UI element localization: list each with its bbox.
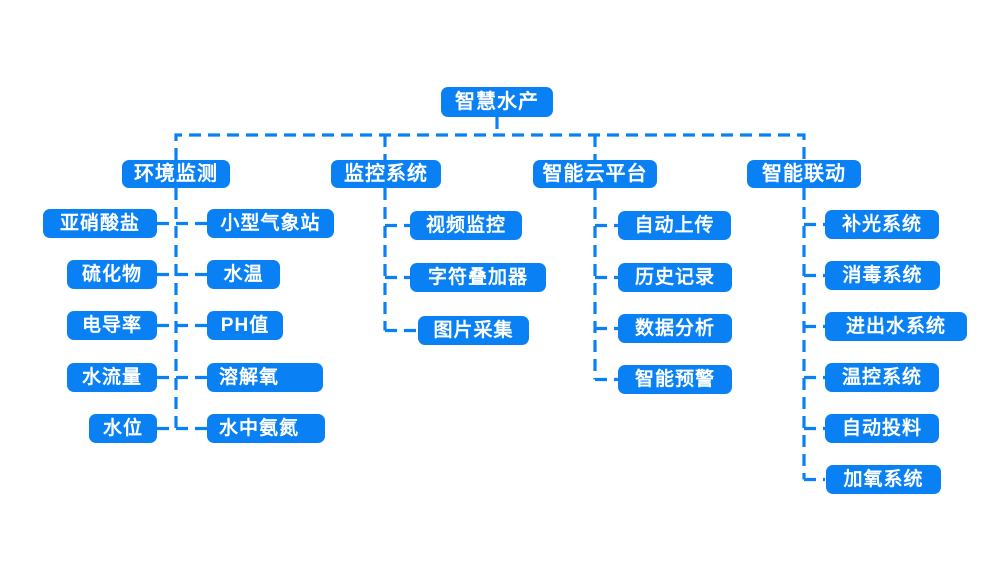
node-history-records[interactable]: 历史记录 — [618, 263, 732, 292]
node-data-analysis[interactable]: 数据分析 — [618, 314, 732, 343]
node-conductivity[interactable]: 电导率 — [67, 311, 157, 340]
node-disinfection-system[interactable]: 消毒系统 — [825, 261, 940, 290]
node-smart-warning[interactable]: 智能预警 — [618, 365, 732, 394]
connector-top-rail — [174, 133, 806, 160]
branch-cloud-platform[interactable]: 智能云平台 — [533, 160, 657, 188]
node-nitrite[interactable]: 亚硝酸盐 — [43, 209, 157, 238]
node-image-capture[interactable]: 图片采集 — [418, 316, 529, 345]
node-temp-control-system[interactable]: 温控系统 — [825, 363, 939, 392]
node-water-level[interactable]: 水位 — [89, 414, 157, 443]
node-weather-station[interactable]: 小型气象站 — [207, 209, 334, 238]
node-character-overlay[interactable]: 字符叠加器 — [410, 263, 546, 292]
node-ammonia-nitrogen[interactable]: 水中氨氮 — [207, 414, 325, 443]
node-water-flow[interactable]: 水流量 — [67, 363, 157, 392]
node-water-temp[interactable]: 水温 — [207, 260, 280, 289]
node-dissolved-oxygen[interactable]: 溶解氧 — [207, 363, 323, 392]
branch-env-monitoring[interactable]: 环境监测 — [122, 160, 230, 188]
node-video-monitoring[interactable]: 视频监控 — [410, 211, 522, 240]
node-light-supplement-system[interactable]: 补光系统 — [825, 210, 939, 239]
node-auto-upload[interactable]: 自动上传 — [618, 211, 731, 240]
node-water-inout-system[interactable]: 进出水系统 — [825, 312, 967, 341]
node-auto-feeding[interactable]: 自动投料 — [825, 414, 939, 443]
node-oxygenation-system[interactable]: 加氧系统 — [826, 465, 941, 494]
branch-smart-linkage[interactable]: 智能联动 — [747, 160, 861, 188]
node-sulfide[interactable]: 硫化物 — [67, 260, 157, 289]
node-smart-aquaculture[interactable]: 智慧水产 — [441, 87, 553, 117]
branch-monitoring-system[interactable]: 监控系统 — [331, 160, 441, 188]
node-ph-value[interactable]: PH值 — [207, 311, 283, 340]
